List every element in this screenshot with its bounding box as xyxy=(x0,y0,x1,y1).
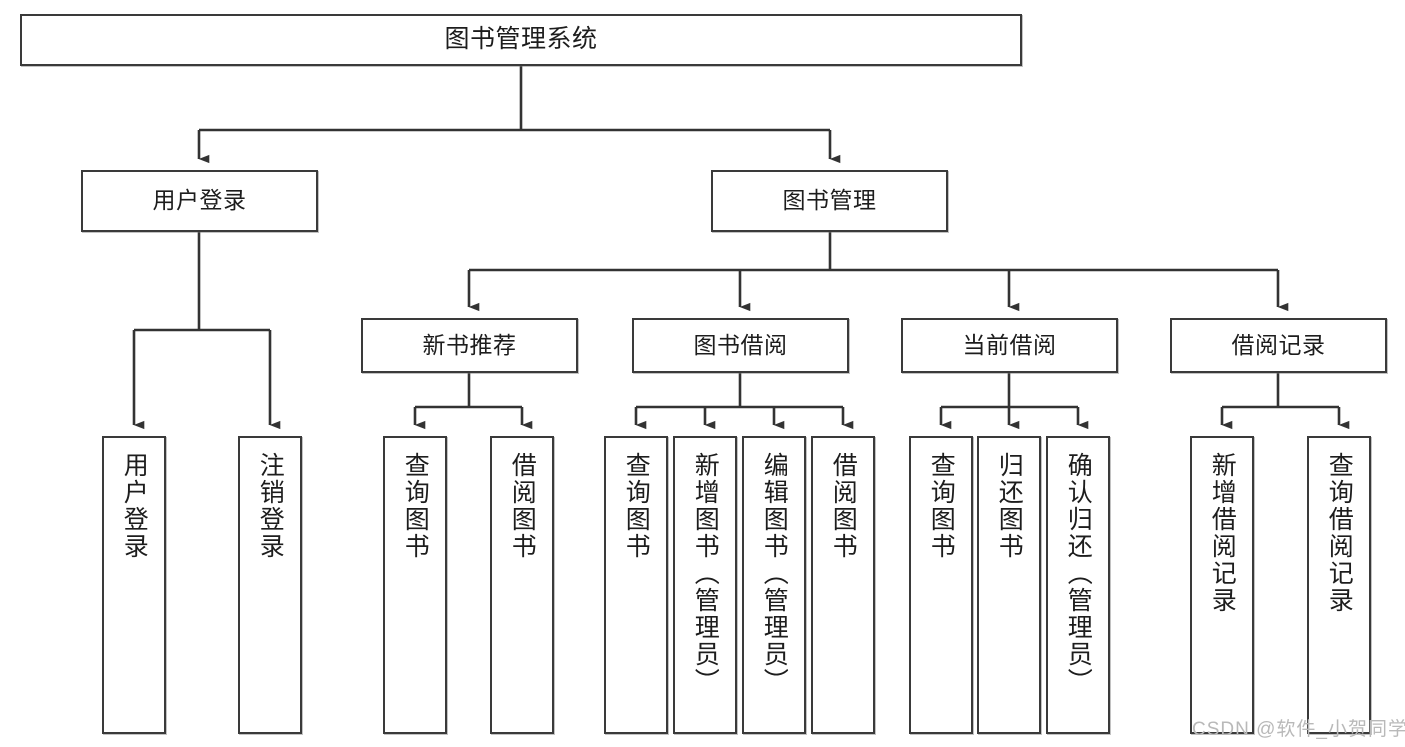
node-leaf-query-book-2[interactable]: 查询图书 xyxy=(604,436,668,734)
node-label: 编辑图书（管理员） xyxy=(760,452,789,695)
node-label: 借阅记录 xyxy=(1231,331,1326,358)
node-book-borrow[interactable]: 图书借阅 xyxy=(632,318,849,373)
node-book-management[interactable]: 图书管理 xyxy=(711,170,948,232)
node-label: 图书借阅 xyxy=(693,331,788,358)
watermark-text: CSDN @软件_小贺同学 xyxy=(1192,719,1405,740)
node-leaf-return-book[interactable]: 归还图书 xyxy=(977,436,1041,734)
node-label: 查询图书 xyxy=(401,452,430,560)
node-leaf-query-record[interactable]: 查询借阅记录 xyxy=(1307,436,1371,734)
node-leaf-query-book-3[interactable]: 查询图书 xyxy=(909,436,973,734)
node-label: 图书管理 xyxy=(782,187,877,214)
node-label: 用户登录 xyxy=(120,452,149,560)
node-label: 新增借阅记录 xyxy=(1208,452,1237,614)
node-label: 新增图书（管理员） xyxy=(691,452,720,695)
node-leaf-query-book-1[interactable]: 查询图书 xyxy=(383,436,447,734)
node-leaf-user-login[interactable]: 用户登录 xyxy=(102,436,166,734)
node-label: 用户登录 xyxy=(152,187,247,214)
node-label: 归还图书 xyxy=(995,452,1024,560)
node-user-login[interactable]: 用户登录 xyxy=(81,170,318,232)
node-leaf-user-logout[interactable]: 注销登录 xyxy=(238,436,302,734)
node-current-borrow[interactable]: 当前借阅 xyxy=(901,318,1118,373)
node-label: 当前借阅 xyxy=(962,331,1057,358)
node-leaf-borrow-book-2[interactable]: 借阅图书 xyxy=(811,436,875,734)
node-leaf-confirm-return[interactable]: 确认归还（管理员） xyxy=(1046,436,1110,734)
node-label: 查询借阅记录 xyxy=(1325,452,1354,614)
node-new-book-recommend[interactable]: 新书推荐 xyxy=(361,318,578,373)
node-label: 新书推荐 xyxy=(422,331,517,358)
node-borrow-record[interactable]: 借阅记录 xyxy=(1170,318,1387,373)
node-leaf-add-book[interactable]: 新增图书（管理员） xyxy=(673,436,737,734)
node-label: 查询图书 xyxy=(622,452,651,560)
node-leaf-edit-book[interactable]: 编辑图书（管理员） xyxy=(742,436,806,734)
node-label: 注销登录 xyxy=(256,452,285,560)
node-root-system[interactable]: 图书管理系统 xyxy=(20,14,1022,66)
node-label: 查询图书 xyxy=(927,452,956,560)
node-leaf-borrow-book-1[interactable]: 借阅图书 xyxy=(490,436,554,734)
node-label: 借阅图书 xyxy=(508,452,537,560)
node-label: 借阅图书 xyxy=(829,452,858,560)
node-label: 确认归还（管理员） xyxy=(1064,452,1093,695)
node-label: 图书管理系统 xyxy=(444,25,598,54)
node-leaf-add-record[interactable]: 新增借阅记录 xyxy=(1190,436,1254,734)
